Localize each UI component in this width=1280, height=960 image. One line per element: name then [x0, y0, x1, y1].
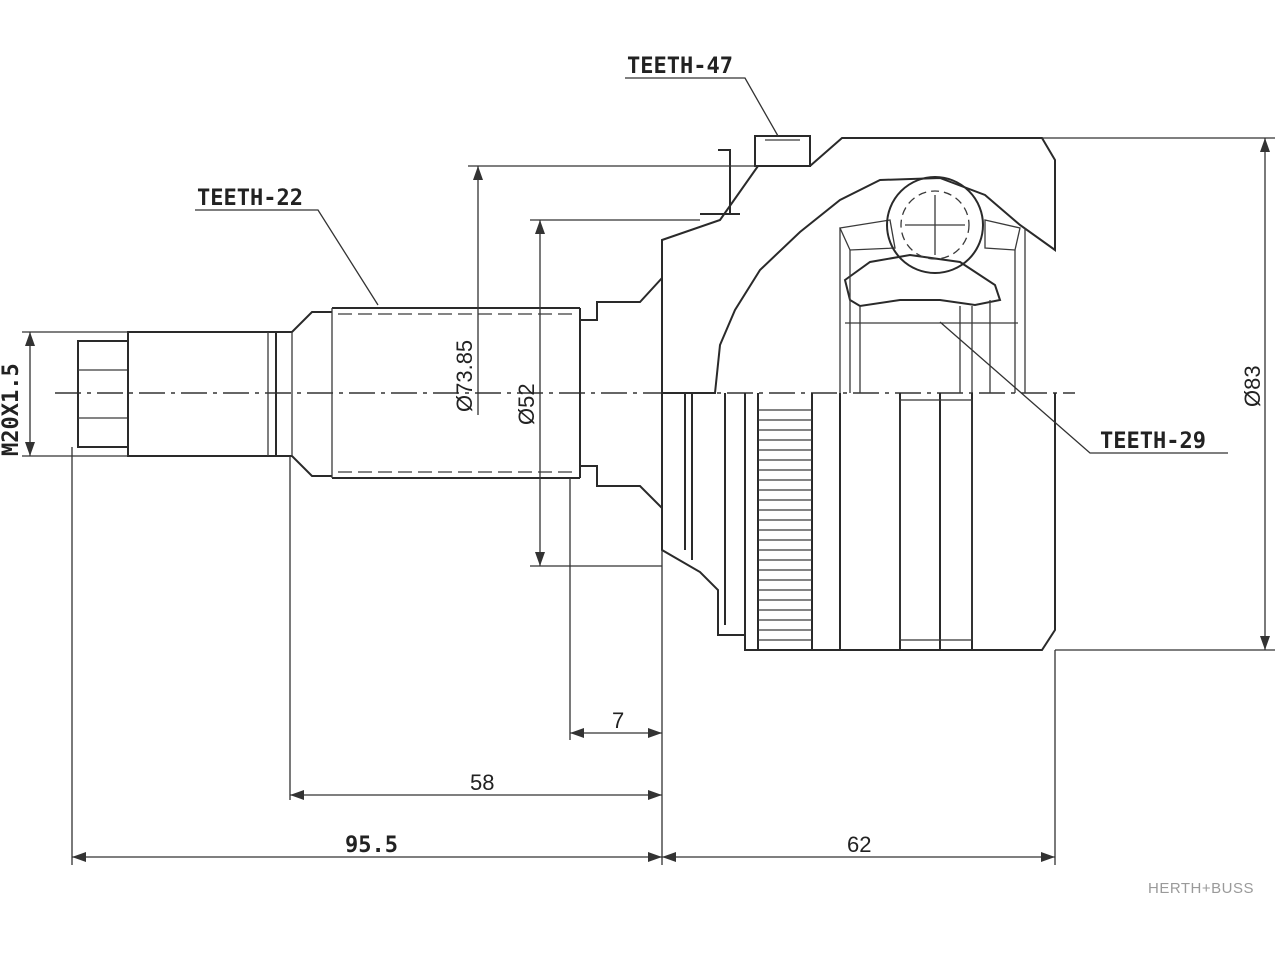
leader-lines — [195, 77, 1228, 454]
brand-watermark: HERTH+BUSS — [1148, 880, 1254, 897]
dia-52-dimension: Ø52 — [514, 383, 539, 425]
len-95-5-dimension: 95.5 — [345, 833, 398, 858]
outer-bell-exterior — [661, 393, 1056, 651]
teeth-22-label: TEETH-22 — [197, 186, 303, 211]
shaft-body — [77, 240, 663, 550]
dimension-lines — [22, 137, 1275, 865]
dia-83-dimension: Ø83 — [1240, 365, 1265, 407]
dia-73-85-dimension: Ø73.85 — [452, 340, 477, 412]
teeth-47-label: TEETH-47 — [627, 54, 733, 79]
abs-ring-collar — [700, 135, 811, 215]
thread-dimension: M20X1.5 — [0, 363, 24, 456]
len-7-dimension: 7 — [612, 708, 624, 733]
teeth-29-label: TEETH-29 — [1100, 429, 1206, 454]
len-62-dimension: 62 — [847, 832, 871, 857]
len-58-dimension: 58 — [470, 770, 494, 795]
outer-bell-housing — [661, 137, 1056, 394]
abs-tone-ring — [757, 393, 813, 650]
